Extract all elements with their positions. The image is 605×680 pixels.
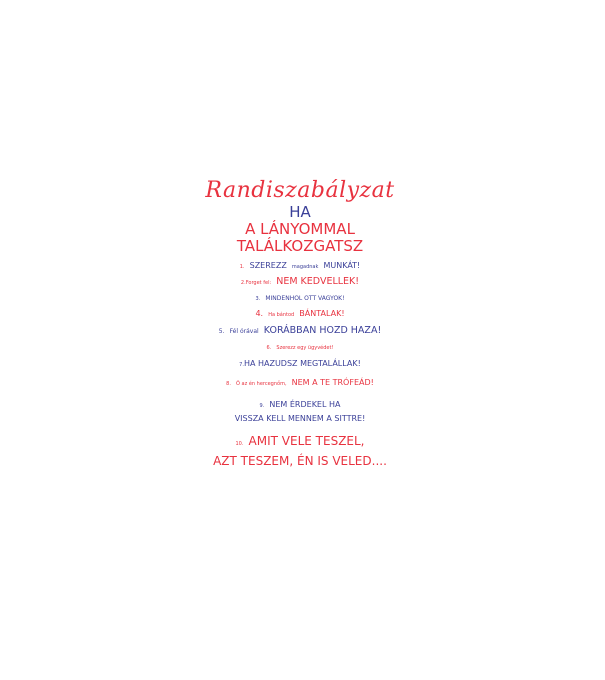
- rule-6: 6. Szerezz egy ügyvédet!: [200, 338, 400, 354]
- heading-line-1: HA: [289, 203, 311, 221]
- rule-text: Szerezz egy ügyvédet!: [276, 345, 334, 351]
- rule-1: 1. SZEREZZ magadnak MUNKÁT!: [200, 257, 400, 273]
- design-title: Randiszabályzat: [205, 178, 395, 203]
- rule-text: NEM KEDVELLEK!: [276, 276, 360, 287]
- rule-number: 7.: [239, 362, 244, 368]
- tshirt-print-design: Randiszabályzat HA A LÁNYOMMAL TALÁLKOZG…: [200, 178, 400, 469]
- rule-text: NEM ÉRDEKEL HA: [269, 400, 341, 409]
- rule-text: MINDENHOL OTT VAGYOK!: [265, 295, 345, 302]
- rule-text: AMIT VELE TESZEL,: [248, 434, 365, 448]
- rule-text: Ha bántod: [268, 312, 295, 318]
- rule-text: Forget fel:: [245, 280, 272, 286]
- rule-3: 3. MINDENHOL OTT VAGYOK!: [200, 289, 400, 305]
- rule-text: AZT TESZEM, ÉN IS VELED....: [213, 454, 387, 468]
- rule-text: SZEREZZ: [249, 261, 287, 270]
- rule-text: magadnak: [291, 264, 319, 270]
- rule-9: 9. NEM ÉRDEKEL HA VISSZA KELL MENNEM A S…: [200, 397, 400, 424]
- rule-5: 5. Fél órával KORÁBBAN HOZD HAZA!: [200, 321, 400, 338]
- rule-text: Fél órával: [229, 328, 259, 335]
- rule-number: 3.: [255, 296, 261, 302]
- rule-text: MUNKÁT!: [323, 261, 361, 270]
- rule-text: VISSZA KELL MENNEM A SITTRE!: [234, 414, 366, 423]
- rule-number: 4.: [255, 309, 264, 318]
- rule-number: 5.: [218, 328, 225, 335]
- heading-line-3: TALÁLKOZGATSZ: [236, 237, 364, 255]
- rule-text: KORÁBBAN HOZD HAZA!: [263, 325, 382, 336]
- heading-line-2: A LÁNYOMMAL: [245, 220, 355, 238]
- rule-number: 9.: [259, 403, 265, 409]
- rule-8: 8. Ő az én hercegnőm, NEM A TE TRÓFEÁD!: [200, 372, 400, 392]
- rule-number: 1.: [239, 264, 245, 270]
- rule-text: Ő az én hercegnőm,: [236, 381, 287, 387]
- rule-text: NEM A TE TRÓFEÁD!: [291, 378, 374, 387]
- rule-4: 4. Ha bántod BÁNTALAK!: [200, 305, 400, 321]
- rule-2: 2.Forget fel: NEM KEDVELLEK!: [200, 273, 400, 289]
- rule-10: 10. AMIT VELE TESZEL, AZT TESZEM, ÉN IS …: [200, 432, 400, 469]
- rule-number: 8.: [226, 381, 231, 387]
- rule-number: 10.: [235, 441, 244, 447]
- rule-number: 2.: [240, 280, 246, 286]
- rule-text: BÁNTALAK!: [299, 309, 345, 318]
- rule-number: 6.: [266, 345, 272, 351]
- rule-text: HA HAZUDSZ MEGTALÁLLAK!: [243, 359, 361, 368]
- rule-7: 7.HA HAZUDSZ MEGTALÁLLAK!: [200, 354, 400, 372]
